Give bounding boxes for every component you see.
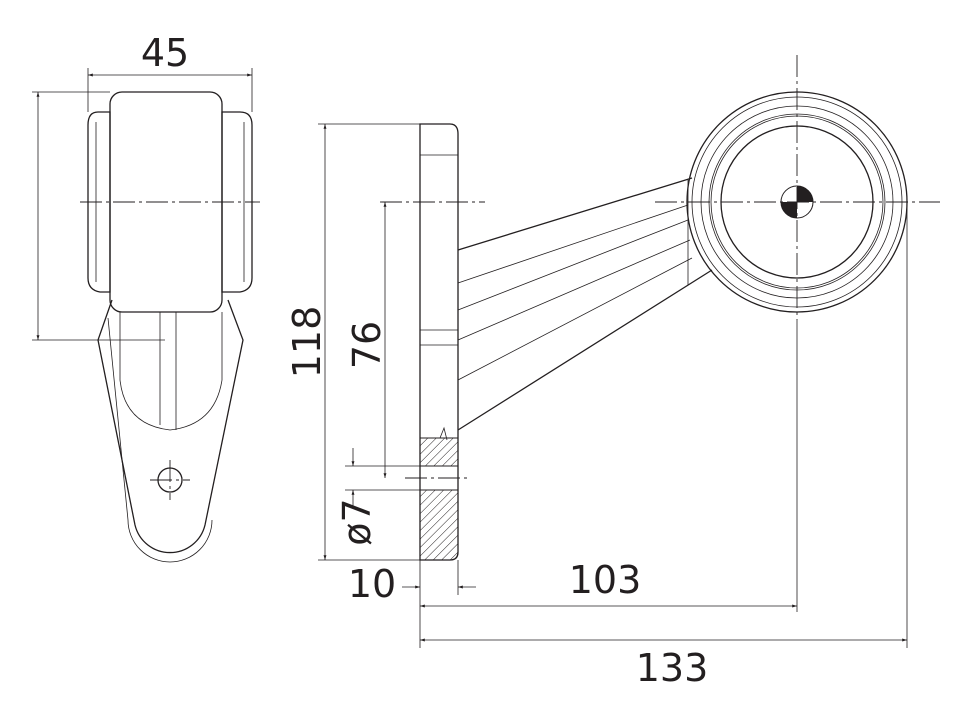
dim-height-76: 76 — [345, 321, 389, 369]
dim-height-118: 118 — [285, 306, 329, 379]
dim-reach-133: 133 — [636, 646, 709, 690]
front-view: 45 — [32, 31, 260, 563]
side-view — [380, 55, 940, 561]
dim-reach-103: 103 — [569, 558, 642, 602]
dim-width-45: 45 — [141, 31, 189, 75]
dimensions: 118 76 ø7 10 103 133 — [285, 123, 908, 690]
dim-hole-diameter: ø7 — [335, 498, 379, 545]
dim-thickness-10: 10 — [348, 562, 396, 606]
